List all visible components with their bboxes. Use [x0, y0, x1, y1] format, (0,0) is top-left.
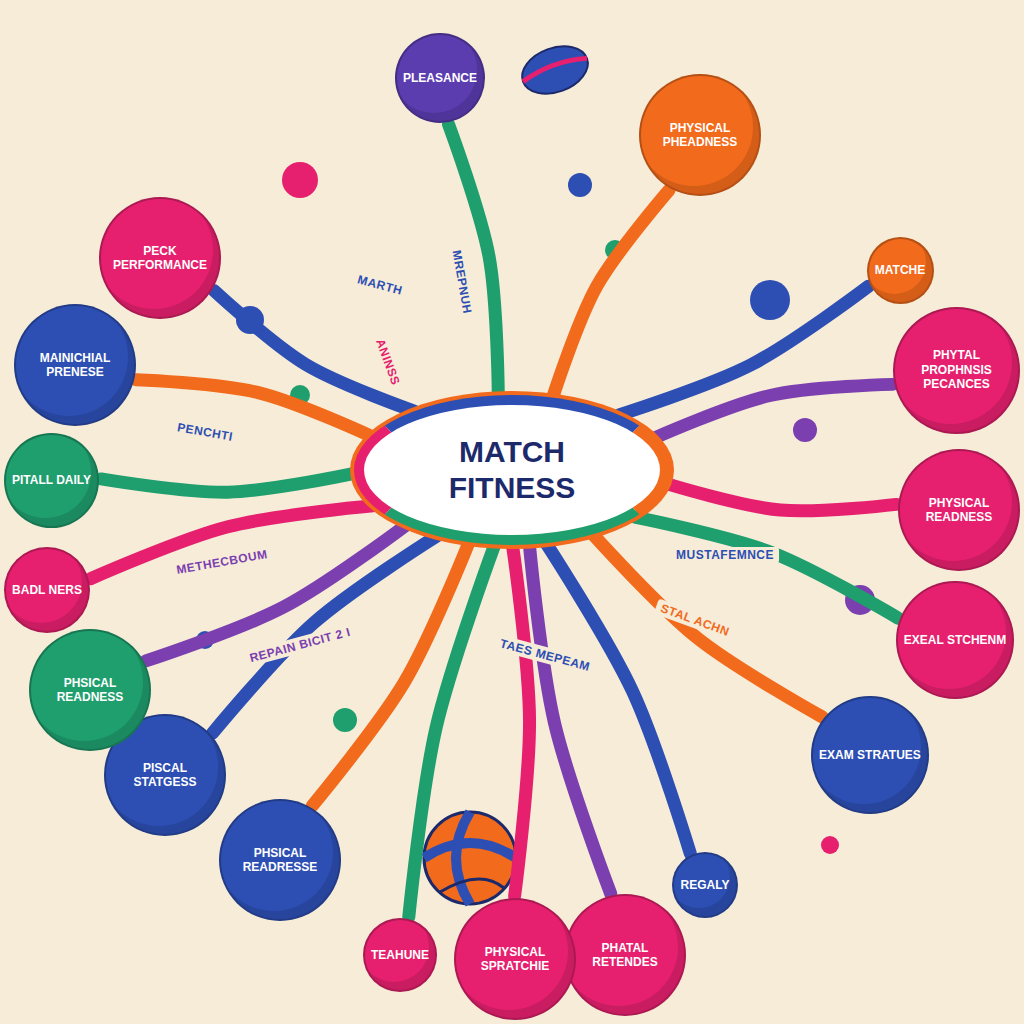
- topic-bubble: PHYSICAL SPRATCHIE: [454, 898, 576, 1020]
- text-group: PISCAL STATGESS: [113, 761, 217, 790]
- topic-label: PHATAL RETENDES: [573, 941, 677, 970]
- volleyball-body: [424, 812, 516, 904]
- volleyball: [424, 812, 516, 904]
- text-group: MATCH FITNESS: [417, 434, 607, 506]
- topic-label: PHSICAL READRESSE: [228, 846, 332, 875]
- topic-label: MAINICHIAL PRENESE: [23, 351, 127, 380]
- branch: [529, 545, 610, 894]
- branch: [448, 124, 498, 395]
- branch: [214, 291, 414, 412]
- ball: [282, 162, 318, 198]
- topic-label: PHSICAL READNESS: [38, 676, 142, 705]
- rugby-ball-stripe: [521, 54, 587, 82]
- text-group: MAINICHIAL PRENESE: [23, 351, 127, 380]
- topic-bubble: PECK PERFORMANCE: [99, 197, 221, 319]
- topic-bubble: PLEASANCE: [395, 33, 485, 123]
- topic-label: PHYSICAL READNESS: [907, 496, 1011, 525]
- branch-label: MREPNUH: [448, 244, 477, 320]
- topic-bubble: PHSICAL READRESSE: [219, 799, 341, 921]
- text-group: PHSICAL READNESS: [38, 676, 142, 705]
- topic-bubble: PITALL DAILY: [4, 433, 99, 528]
- branch-label: MUSTAFEMNCE: [671, 547, 779, 563]
- rugby-ball-body: [516, 38, 595, 103]
- topic-label: EXAM STRATUES: [819, 748, 921, 762]
- topic-label: BADL NERS: [12, 583, 82, 597]
- dot: [333, 708, 357, 732]
- topic-label: PLEASANCE: [403, 71, 477, 85]
- branch-label: ANINSS: [371, 332, 406, 392]
- text-group: PHYSICAL SPRATCHIE: [463, 945, 567, 974]
- text-group: PHSICAL READRESSE: [228, 846, 332, 875]
- rugby-ball: [516, 38, 595, 103]
- text-group: TEAHUNE: [371, 948, 429, 962]
- topic-bubble: BADL NERS: [4, 547, 90, 633]
- topic-label: PISCAL STATGESS: [113, 761, 217, 790]
- topic-label: PHYTAL PROPHNSIS PECANCES: [905, 348, 1009, 391]
- text-group: PHYTAL PROPHNSIS PECANCES: [905, 348, 1009, 391]
- central-title: MATCH FITNESS: [417, 434, 607, 506]
- text-group: PHYSICAL READNESS: [907, 496, 1011, 525]
- volleyball-panel: [424, 843, 516, 858]
- topic-bubble: PHSICAL READNESS: [29, 629, 151, 751]
- text-group: PHATAL RETENDES: [573, 941, 677, 970]
- text-group: PITALL DAILY: [12, 473, 91, 487]
- topic-label: PHYSICAL SPRATCHIE: [463, 945, 567, 974]
- branch: [553, 190, 669, 398]
- branch: [101, 473, 354, 492]
- branch: [91, 506, 374, 579]
- topic-bubble: MATCHE: [867, 237, 934, 304]
- text-group: MATCHE: [875, 263, 925, 277]
- text-group: PLEASANCE: [403, 71, 477, 85]
- topic-bubble: PHATAL RETENDES: [564, 894, 686, 1016]
- branch: [667, 484, 896, 511]
- branch: [546, 543, 690, 853]
- text-group: EXAM STRATUES: [819, 748, 921, 762]
- volleyball-seam: [440, 879, 504, 892]
- central-topic: MATCH FITNESS: [354, 395, 670, 545]
- topic-bubble: REGALY: [672, 852, 738, 918]
- topic-bubble: MAINICHIAL PRENESE: [14, 304, 136, 426]
- topic-label: PECK PERFORMANCE: [108, 244, 212, 273]
- topic-label: MATCHE: [875, 263, 925, 277]
- topic-label: PHYSICAL PHEADNESS: [648, 121, 752, 150]
- dot: [568, 173, 592, 197]
- branch: [409, 545, 495, 917]
- text-group: REGALY: [681, 878, 730, 892]
- dot: [821, 836, 839, 854]
- text-group: EXEAL STCHENM: [904, 633, 1006, 647]
- branch-label: METHECBOUM: [170, 545, 274, 579]
- topic-bubble: TEAHUNE: [363, 918, 437, 992]
- volleyball-panel: [456, 812, 470, 904]
- topic-label: TEAHUNE: [371, 948, 429, 962]
- dot: [750, 280, 790, 320]
- topic-label: REGALY: [681, 878, 730, 892]
- branch: [512, 545, 529, 896]
- topic-bubble: PHYSICAL PHEADNESS: [639, 74, 761, 196]
- text-group: BADL NERS: [12, 583, 82, 597]
- branch: [655, 384, 893, 438]
- branch-label: MARTH: [351, 270, 409, 300]
- topic-bubble: EXAM STRATUES: [811, 696, 929, 814]
- text-group: PECK PERFORMANCE: [108, 244, 212, 273]
- topic-bubble: PHYTAL PROPHNSIS PECANCES: [893, 307, 1020, 434]
- topic-bubble: EXEAL STCHENM: [896, 581, 1014, 699]
- topic-bubble: PHYSICAL READNESS: [898, 449, 1020, 571]
- topic-label: EXEAL STCHENM: [904, 633, 1006, 647]
- topic-label: PITALL DAILY: [12, 473, 91, 487]
- text-group: PHYSICAL PHEADNESS: [648, 121, 752, 150]
- branch-label: PENCHTI: [171, 418, 239, 445]
- branch: [619, 286, 868, 415]
- dot: [793, 418, 817, 442]
